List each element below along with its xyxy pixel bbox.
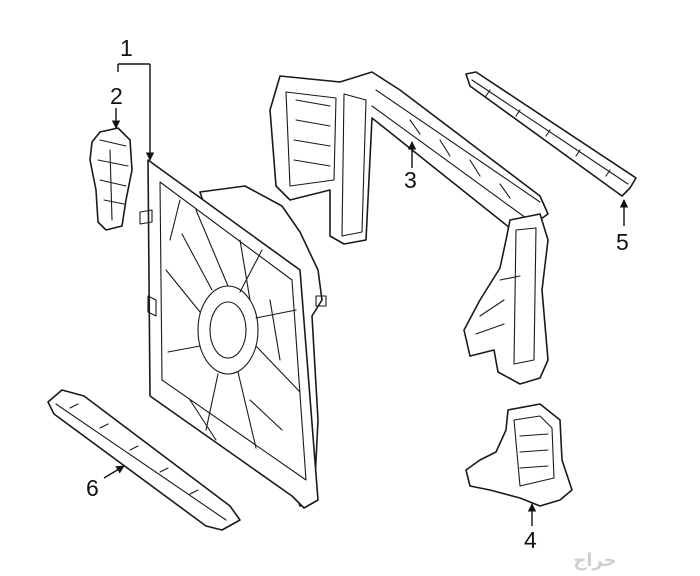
part-1-fan-shroud bbox=[139, 159, 327, 509]
leader-lines bbox=[103, 63, 629, 526]
part-4-lower-guide bbox=[465, 403, 573, 507]
part-5-seal-strip bbox=[465, 71, 637, 197]
callout-3: 3 bbox=[404, 167, 417, 193]
callout-6: 6 bbox=[86, 475, 99, 501]
part-2-bracket bbox=[89, 127, 133, 231]
callout-2: 2 bbox=[110, 83, 123, 109]
callout-5: 5 bbox=[616, 229, 629, 255]
watermark: حراج bbox=[573, 550, 616, 571]
part-3-side-guide bbox=[463, 213, 549, 385]
callout-4: 4 bbox=[524, 527, 537, 553]
part-3-air-guide bbox=[269, 71, 549, 245]
part-6-seal-strip bbox=[47, 389, 241, 531]
callout-1: 1 bbox=[120, 35, 133, 61]
